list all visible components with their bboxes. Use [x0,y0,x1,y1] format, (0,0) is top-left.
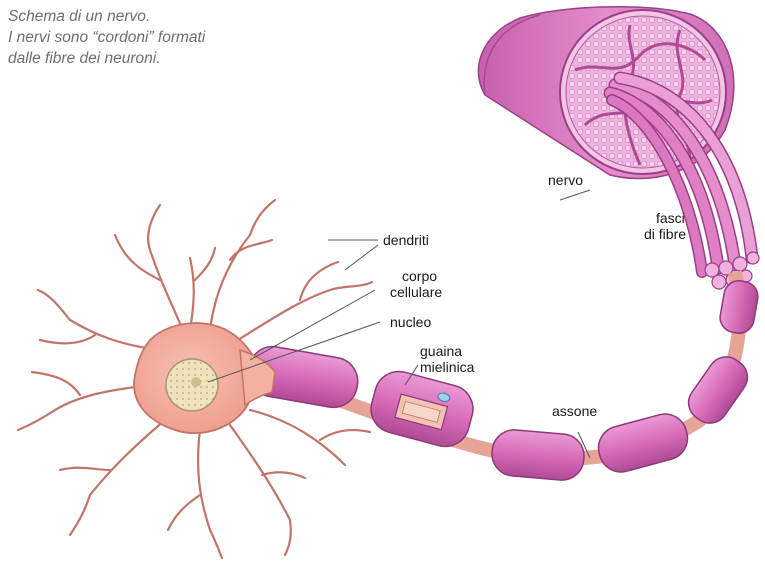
label-assone: assone [552,403,597,419]
fibre-bundle [610,78,759,289]
label-nervo: nervo [548,172,583,188]
label-corpo: corpo [402,268,437,284]
nerve [478,7,759,289]
label-di-fibre: di fibre [644,226,686,242]
label-dendriti: dendriti [383,232,429,248]
label-fasci: fasci [656,210,685,226]
myelin-sheath-segments [244,278,760,481]
label-cellulare: cellulare [390,284,442,300]
label-guaina: guaina [420,343,462,359]
axon [240,272,760,482]
label-nucleo: nucleo [390,314,431,330]
label-mielinica: mielinica [420,359,474,375]
